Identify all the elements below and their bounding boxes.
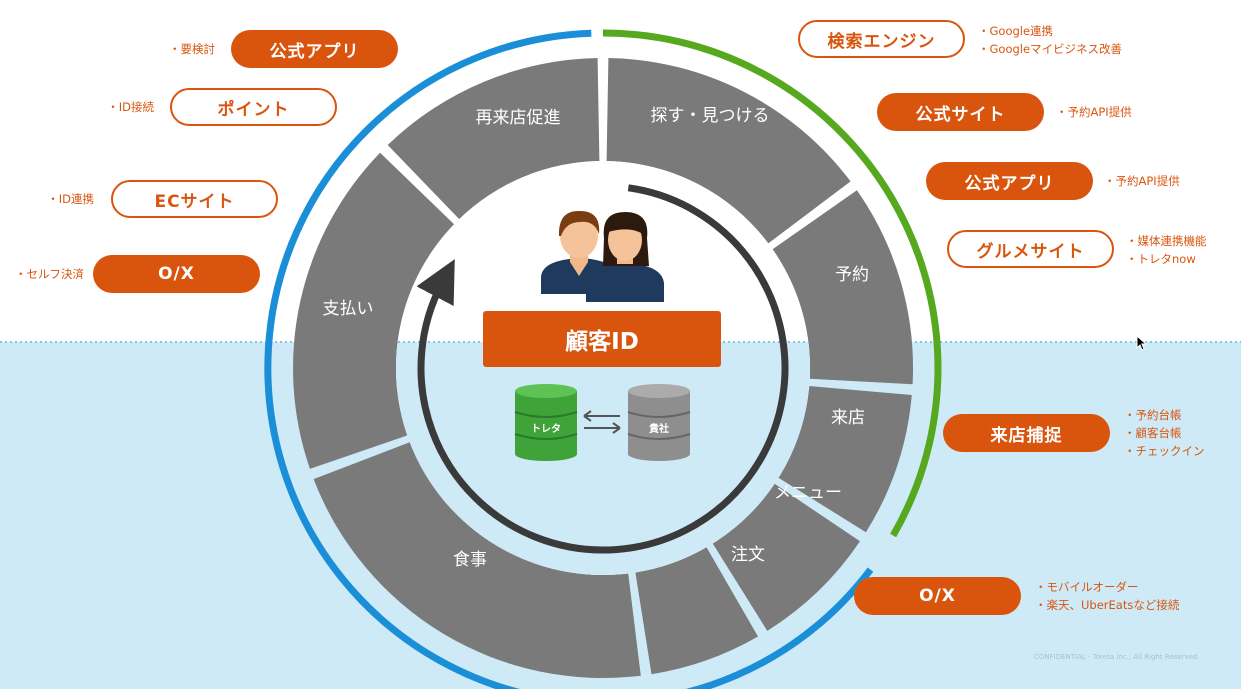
right-note-search-engine: ・Google連携・Googleマイビジネス改善: [978, 24, 1123, 56]
right-note-ox: ・モバイルオーダー・楽天、UberEatsなど接続: [1035, 580, 1180, 612]
confidential-footer: CONFIDENTIAL - Toreta inc., All Right Re…: [1034, 653, 1198, 661]
segment-5: [635, 547, 758, 675]
segment-label-1: 探す・見つける: [651, 106, 770, 126]
right-note-official-app: ・予約API提供: [1104, 174, 1180, 188]
segment-4: [712, 483, 860, 631]
right-note-gourmet-site: ・媒体連携機能・トレタnow: [1126, 234, 1207, 266]
segment-6: [313, 442, 641, 679]
segment-label-6: 食事: [453, 550, 487, 570]
right-note-visit-capture: ・予約台帳・顧客台帳・チェックイン: [1124, 408, 1205, 458]
segment-label-4: メニュー: [774, 483, 842, 503]
pill-official-app-left: 公式アプリ: [231, 30, 398, 68]
pill-search-engine: 検索エンジン: [798, 20, 965, 58]
ring-arc-blue-left: [264, 29, 592, 689]
arrows-exchange-icon: [583, 410, 621, 434]
segment-2: [772, 190, 914, 385]
segment-3: [778, 386, 912, 533]
toreta-database-icon: トレタ: [514, 384, 578, 461]
customer-id-label: 顧客ID: [483, 311, 721, 367]
left-note-ox: ・セルフ決済: [15, 267, 84, 281]
inner-circle: [396, 161, 810, 575]
cycle-arrow: [416, 184, 789, 554]
pill-visit-capture: 来店捕捉: [943, 414, 1110, 452]
pill-ox-left: O/X: [93, 255, 260, 293]
segment-label-5: 注文: [731, 545, 765, 565]
left-note-ec-site: ・ID連携: [47, 192, 94, 206]
mouse-cursor-icon: [1136, 335, 1148, 351]
pill-official-site: 公式サイト: [877, 93, 1044, 131]
pill-ox-right: O/X: [854, 577, 1021, 615]
ring-arc-green: [602, 29, 942, 538]
client-database-icon: 貴社: [627, 384, 691, 461]
segment-label-3: 来店: [831, 408, 865, 428]
ring-arc-blue-right: [685, 567, 874, 689]
customers-icon: [541, 210, 664, 302]
right-note-official-site: ・予約API提供: [1056, 105, 1132, 119]
segment-label-7: 支払い: [323, 299, 374, 319]
pill-point: ポイント: [170, 88, 337, 126]
left-note-official-app: ・要検討: [169, 42, 215, 56]
client-db-label: 貴社: [649, 422, 669, 435]
toreta-db-label: トレタ: [531, 423, 561, 435]
left-note-point: ・ID接続: [107, 100, 154, 114]
pill-ec-site: ECサイト: [111, 180, 278, 218]
segment-1: [606, 58, 851, 244]
pill-gourmet-site: グルメサイト: [947, 230, 1114, 268]
outer-rings: [264, 29, 942, 689]
pill-official-app-right: 公式アプリ: [926, 162, 1093, 200]
segment-label-2: 予約: [835, 265, 869, 285]
segment-0: [387, 58, 600, 220]
segment-7: [293, 152, 455, 469]
segment-label-0: 再来店促進: [476, 108, 561, 128]
